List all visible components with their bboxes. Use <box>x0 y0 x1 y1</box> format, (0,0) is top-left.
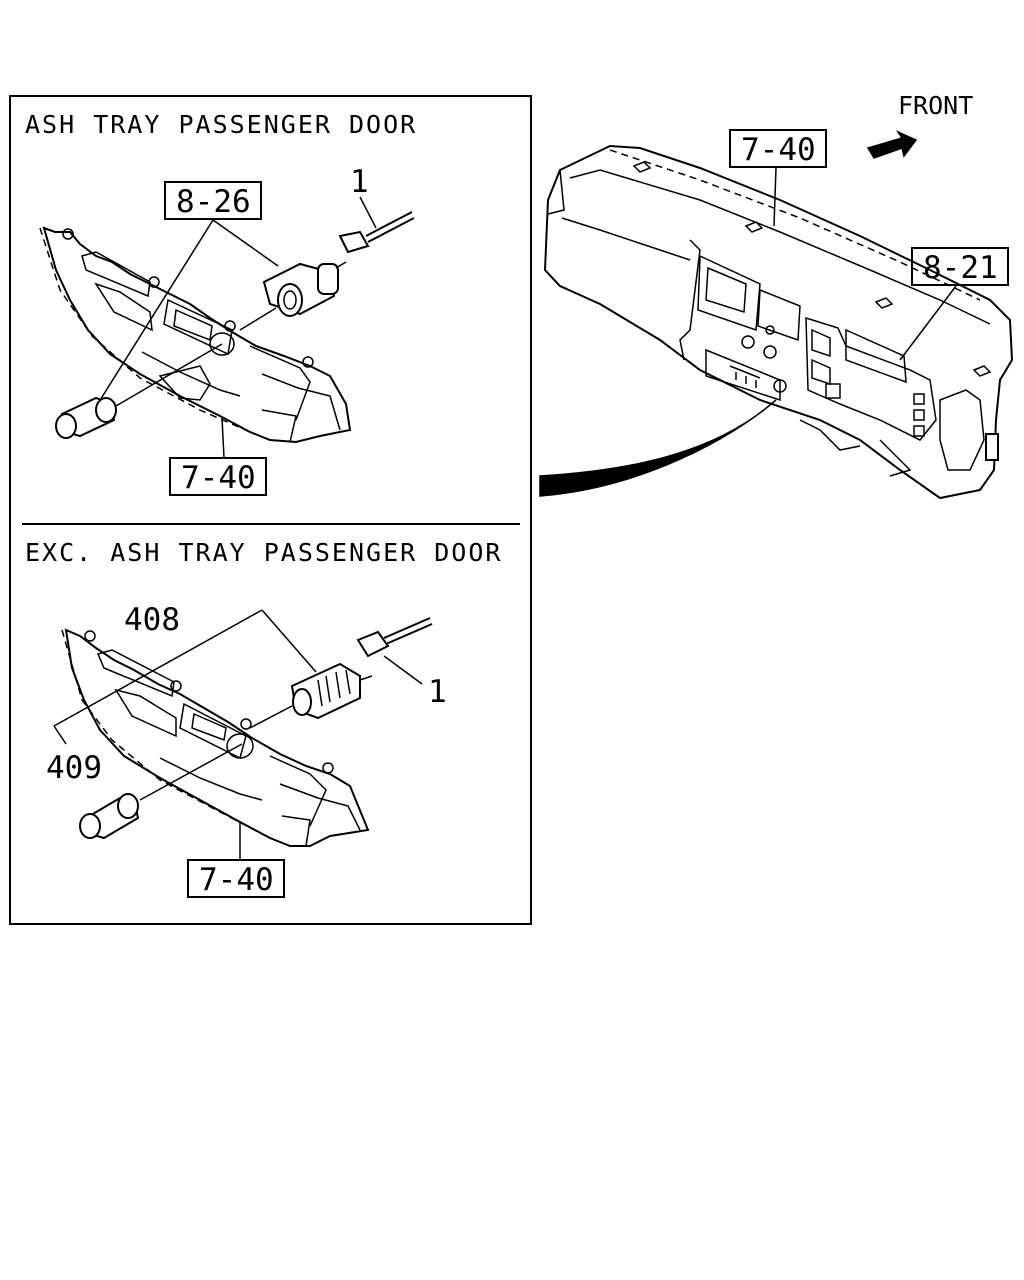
lighter-socket-bottom <box>290 662 373 720</box>
dash-panel-top <box>39 226 352 444</box>
callout-arrow <box>539 399 777 497</box>
ref-box-8-26[interactable]: 8-26 <box>164 181 262 220</box>
lighter-knob-top <box>55 396 117 439</box>
top-panel-title: ASH TRAY PASSENGER DOOR <box>25 110 417 139</box>
ref-box-7-40-bottom-panel[interactable]: 7-40 <box>187 859 285 898</box>
connector-top <box>338 211 415 254</box>
part-number-409: 409 <box>46 750 102 786</box>
part-number-1-bottom: 1 <box>428 674 447 710</box>
front-arrow-icon <box>866 130 918 159</box>
dashboard-overview <box>543 144 1014 500</box>
front-label: FRONT <box>898 91 973 120</box>
ref-box-7-40-top-panel[interactable]: 7-40 <box>169 457 267 496</box>
svg-text:8-21: 8-21 <box>923 250 998 286</box>
connector-bottom <box>356 617 433 658</box>
svg-text:7-40: 7-40 <box>181 460 256 496</box>
part-number-408: 408 <box>124 602 180 638</box>
lighter-socket-top <box>262 261 347 317</box>
ref-box-7-40-overview[interactable]: 7-40 <box>729 129 827 168</box>
svg-text:7-40: 7-40 <box>741 132 816 168</box>
ref-box-8-21[interactable]: 8-21 <box>911 247 1009 286</box>
left-panel-frame <box>9 95 532 925</box>
lighter-knob-bottom <box>79 793 140 840</box>
part-number-1-top: 1 <box>350 164 369 200</box>
svg-text:8-26: 8-26 <box>176 184 251 220</box>
bottom-panel-title: EXC. ASH TRAY PASSENGER DOOR <box>25 538 502 567</box>
svg-text:7-40: 7-40 <box>199 862 274 898</box>
dash-panel-bottom <box>61 628 370 847</box>
